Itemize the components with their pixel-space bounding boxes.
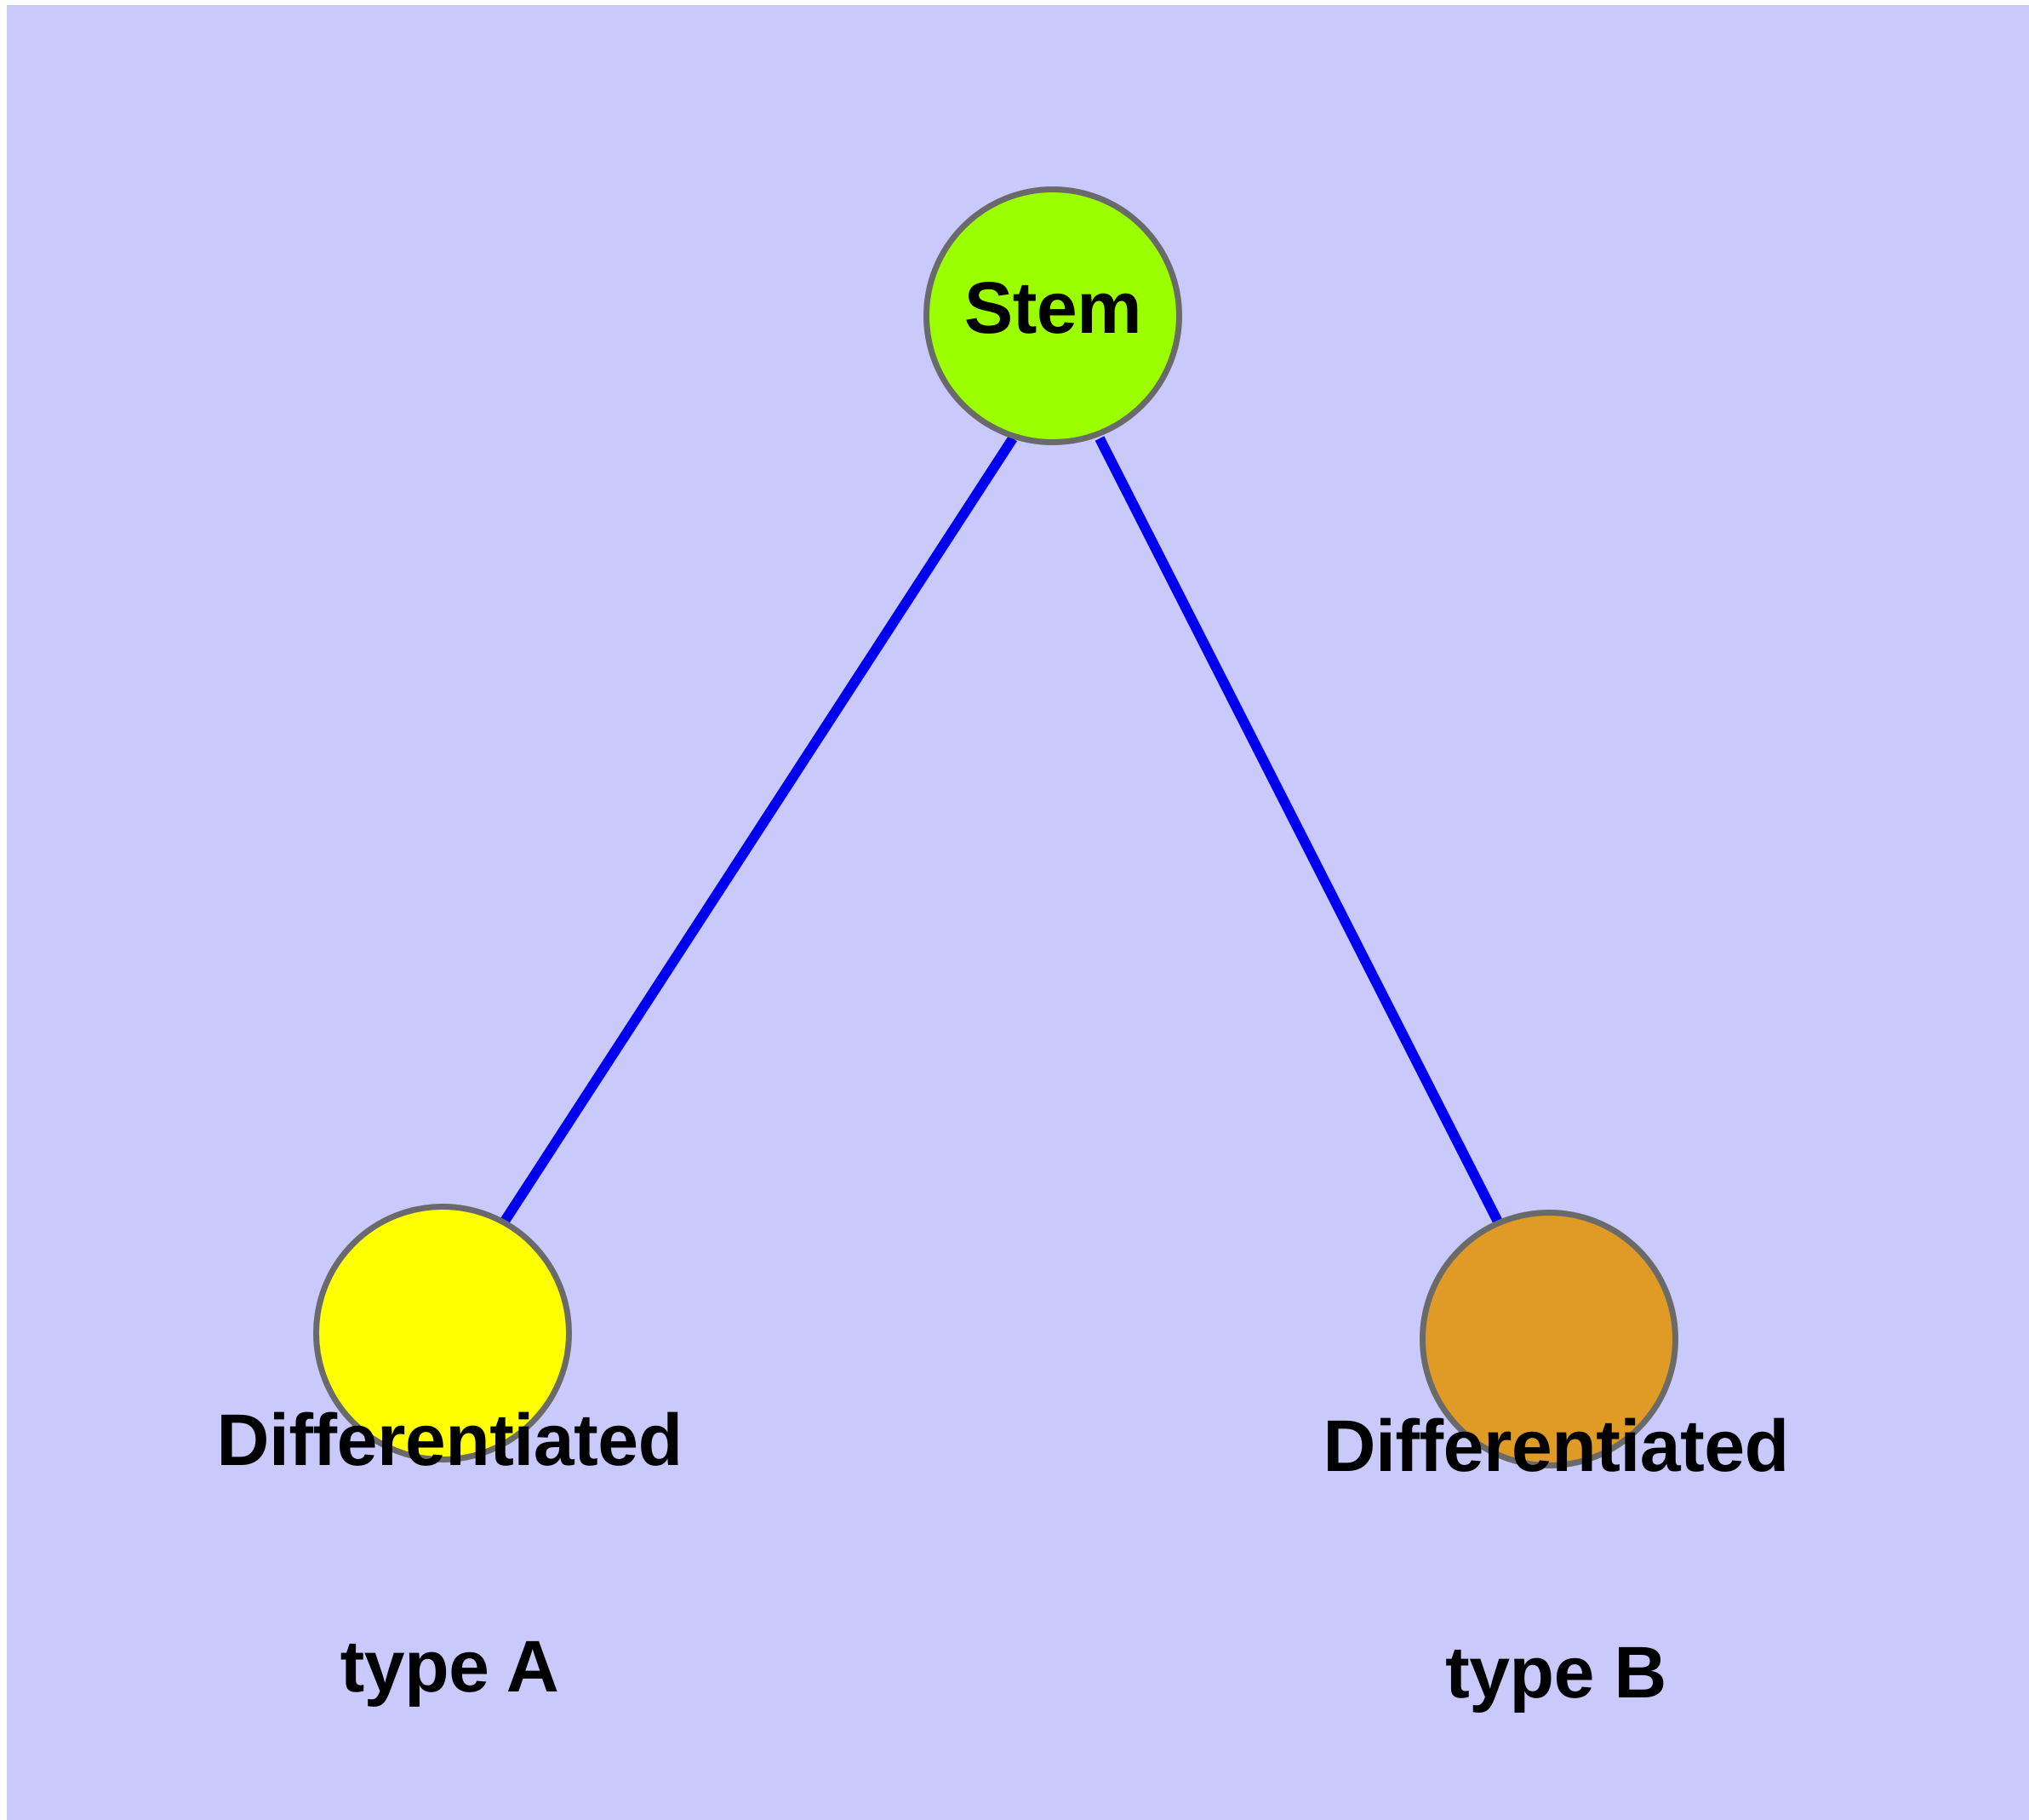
node-differentiated-type-b[interactable] — [1420, 1210, 1678, 1468]
node-differentiated-type-a[interactable] — [313, 1204, 572, 1462]
edge-stem-to-differentiated-type-a — [499, 435, 1018, 1226]
diagram-plot-area: Stem Differentiated type A Differentiate… — [7, 5, 2029, 1820]
node-stem[interactable] — [923, 186, 1182, 445]
node-label-line-2: type A — [340, 1625, 559, 1708]
node-label-line-2: type B — [1445, 1631, 1666, 1714]
edge-stem-to-differentiated-type-b — [1095, 436, 1506, 1231]
